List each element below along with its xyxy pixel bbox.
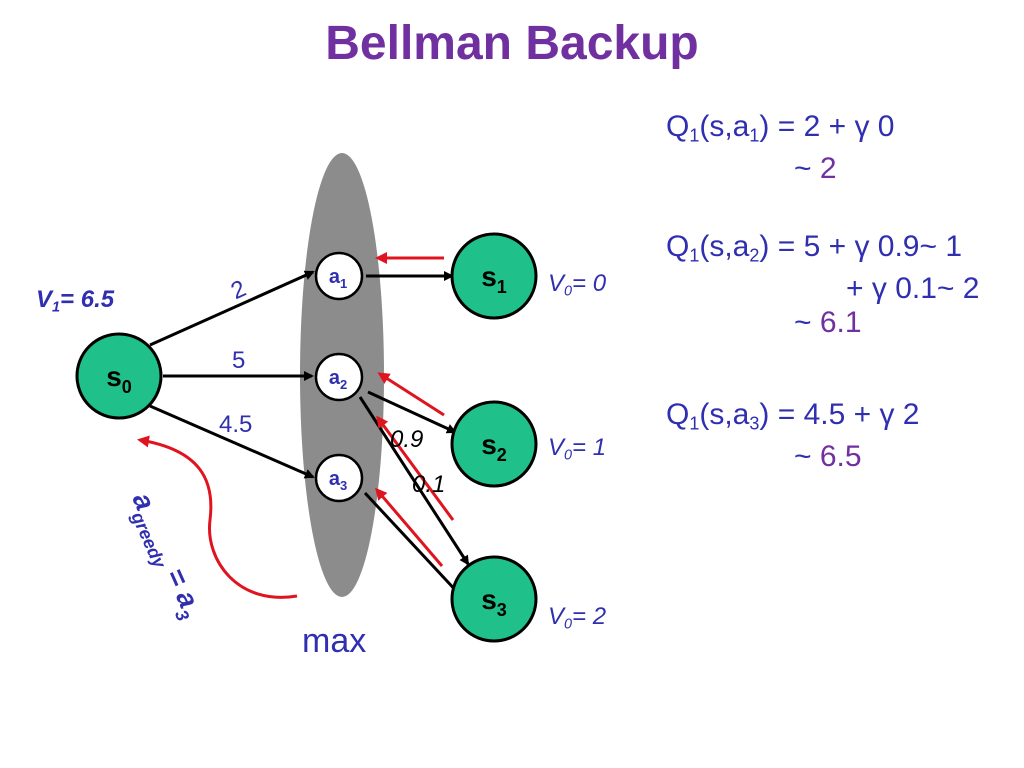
state-s3 bbox=[450, 555, 538, 643]
reward-a2: 5 bbox=[232, 347, 245, 374]
action-a2 bbox=[314, 352, 364, 402]
equation-q2-line1: Q1(s,a2) = 5 + γ 0.9~ 1 bbox=[666, 230, 963, 266]
equation-q3-line1: Q1(s,a3) = 4.5 + γ 2 bbox=[666, 398, 920, 434]
action-a1 bbox=[314, 251, 364, 301]
backup-arrow-s2-a2 bbox=[377, 372, 445, 417]
greedy-curve-arrow bbox=[137, 435, 298, 599]
equation-q1: Q1(s,a1) = 2 + γ 0 ~ 2 bbox=[666, 110, 894, 186]
slide-title: Bellman Backup bbox=[325, 17, 699, 70]
v0-s2-label: V0= 1 bbox=[548, 434, 607, 464]
state-s2 bbox=[450, 400, 538, 488]
state-s1 bbox=[450, 232, 538, 320]
state-s0 bbox=[75, 332, 163, 420]
edge-a2-s2 bbox=[367, 390, 457, 434]
equation-q1-result: ~ 2 bbox=[794, 152, 837, 186]
prob-a2-s3: 0.1 bbox=[412, 471, 445, 498]
equation-q3-result: ~ 6.5 bbox=[794, 440, 862, 474]
edge-s0-a1 bbox=[149, 270, 315, 347]
equation-q2-line2: + γ 0.1~ 2 bbox=[846, 272, 980, 306]
s1-label: s1 bbox=[481, 261, 507, 297]
reward-a3: 4.5 bbox=[219, 411, 252, 438]
max-label: max bbox=[302, 622, 367, 660]
a2-label: a2 bbox=[329, 367, 347, 392]
backup-arrow-s3-a3 bbox=[375, 487, 444, 567]
edge-a3-s3 bbox=[363, 491, 462, 597]
a1-label: a1 bbox=[329, 266, 347, 291]
v0-s3-label: V0= 2 bbox=[548, 603, 607, 633]
v0-s1-label: V0= 0 bbox=[548, 270, 607, 300]
equation-q2: Q1(s,a2) = 5 + γ 0.9~ 1 + γ 0.1~ 2 ~ 6.1 bbox=[666, 230, 979, 340]
v1-label: V1= 6.5 bbox=[36, 286, 115, 316]
backup-arrow-s3-a2 bbox=[376, 415, 455, 521]
equation-q3: Q1(s,a3) = 4.5 + γ 2 ~ 6.5 bbox=[666, 398, 920, 474]
a3-label: a3 bbox=[329, 468, 347, 493]
reward-a1: 2 bbox=[227, 275, 250, 305]
equation-q1-line1: Q1(s,a1) = 2 + γ 0 bbox=[666, 110, 895, 146]
edge-s0-a3 bbox=[149, 404, 315, 479]
s2-label: s2 bbox=[481, 429, 507, 465]
action-a3 bbox=[314, 453, 364, 503]
s0-label: s0 bbox=[106, 361, 132, 397]
equation-q2-result: ~ 6.1 bbox=[794, 306, 862, 340]
greedy-label: agreedy=a3 bbox=[121, 488, 209, 624]
prob-a2-s2: 0.9 bbox=[390, 426, 423, 453]
s3-label: s3 bbox=[481, 584, 507, 620]
